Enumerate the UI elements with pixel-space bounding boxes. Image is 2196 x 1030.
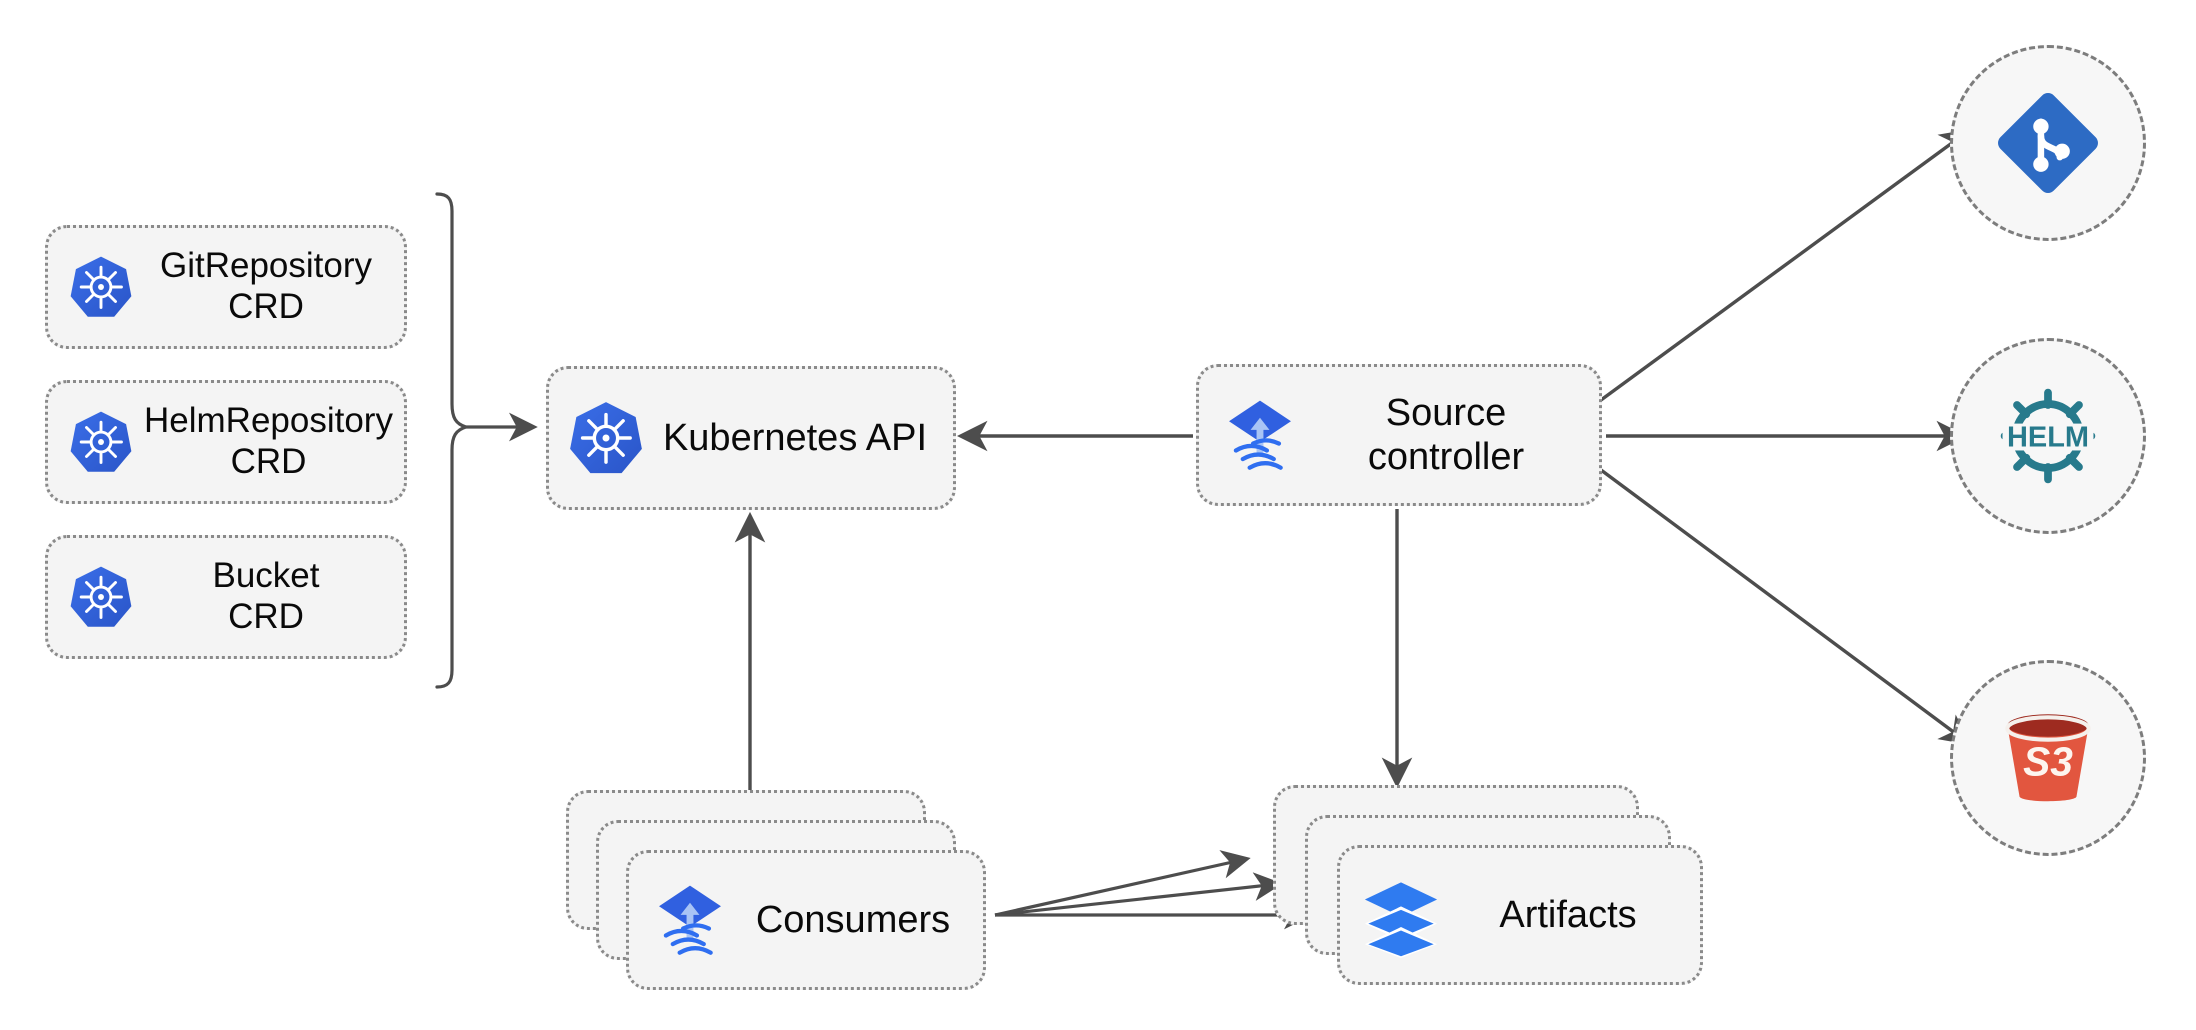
arrow-source-to-git	[1599, 128, 1972, 402]
source-circle-s3[interactable]: S3	[1950, 660, 2146, 856]
node-label: Consumers	[755, 898, 951, 941]
flux-icon	[1229, 400, 1291, 470]
source-circle-git[interactable]	[1950, 45, 2146, 241]
s3-label: S3	[2023, 738, 2073, 784]
crd-box-bucket[interactable]: Bucket CRD	[45, 535, 407, 659]
node-artifacts[interactable]: Artifacts	[1273, 785, 1703, 985]
node-kubernetes-api[interactable]: Kubernetes API	[546, 366, 956, 510]
flux-icon	[659, 885, 721, 955]
kubernetes-icon	[570, 402, 642, 474]
arrow-consumers-to-artifacts-top	[994, 850, 1251, 917]
git-icon	[1998, 93, 2098, 193]
crd-label: HelmRepository CRD	[144, 401, 393, 481]
node-label: Kubernetes API	[662, 416, 928, 459]
node-source-controller[interactable]: Source controller	[1196, 364, 1602, 506]
layers-icon	[1364, 882, 1438, 958]
helm-label: HELM	[2007, 421, 2089, 453]
kubernetes-icon	[70, 256, 132, 317]
crd-box-helmrepository[interactable]: HelmRepository CRD	[45, 380, 407, 504]
stack-front-artifacts[interactable]: Artifacts	[1337, 845, 1703, 985]
crd-group-bracket	[435, 192, 538, 689]
node-label: Artifacts	[1499, 893, 1637, 936]
crd-box-gitrepository[interactable]: GitRepository CRD	[45, 225, 407, 349]
crd-label: GitRepository CRD	[159, 246, 373, 326]
stack-front-consumers[interactable]: Consumers	[626, 850, 986, 990]
kubernetes-icon	[70, 411, 132, 472]
node-consumers[interactable]: Consumers	[566, 790, 986, 990]
node-label: Source controller	[1367, 391, 1525, 478]
source-circle-helm[interactable]: HELM	[1950, 338, 2146, 534]
arrow-consumers-to-artifacts-mid	[994, 872, 1283, 917]
arrow-source-to-s3	[1599, 468, 1972, 746]
crd-label: Bucket CRD	[212, 556, 320, 636]
s3-bucket-icon: S3	[2005, 714, 2091, 802]
helm-icon: HELM	[2000, 388, 2096, 484]
kubernetes-icon	[70, 566, 132, 627]
